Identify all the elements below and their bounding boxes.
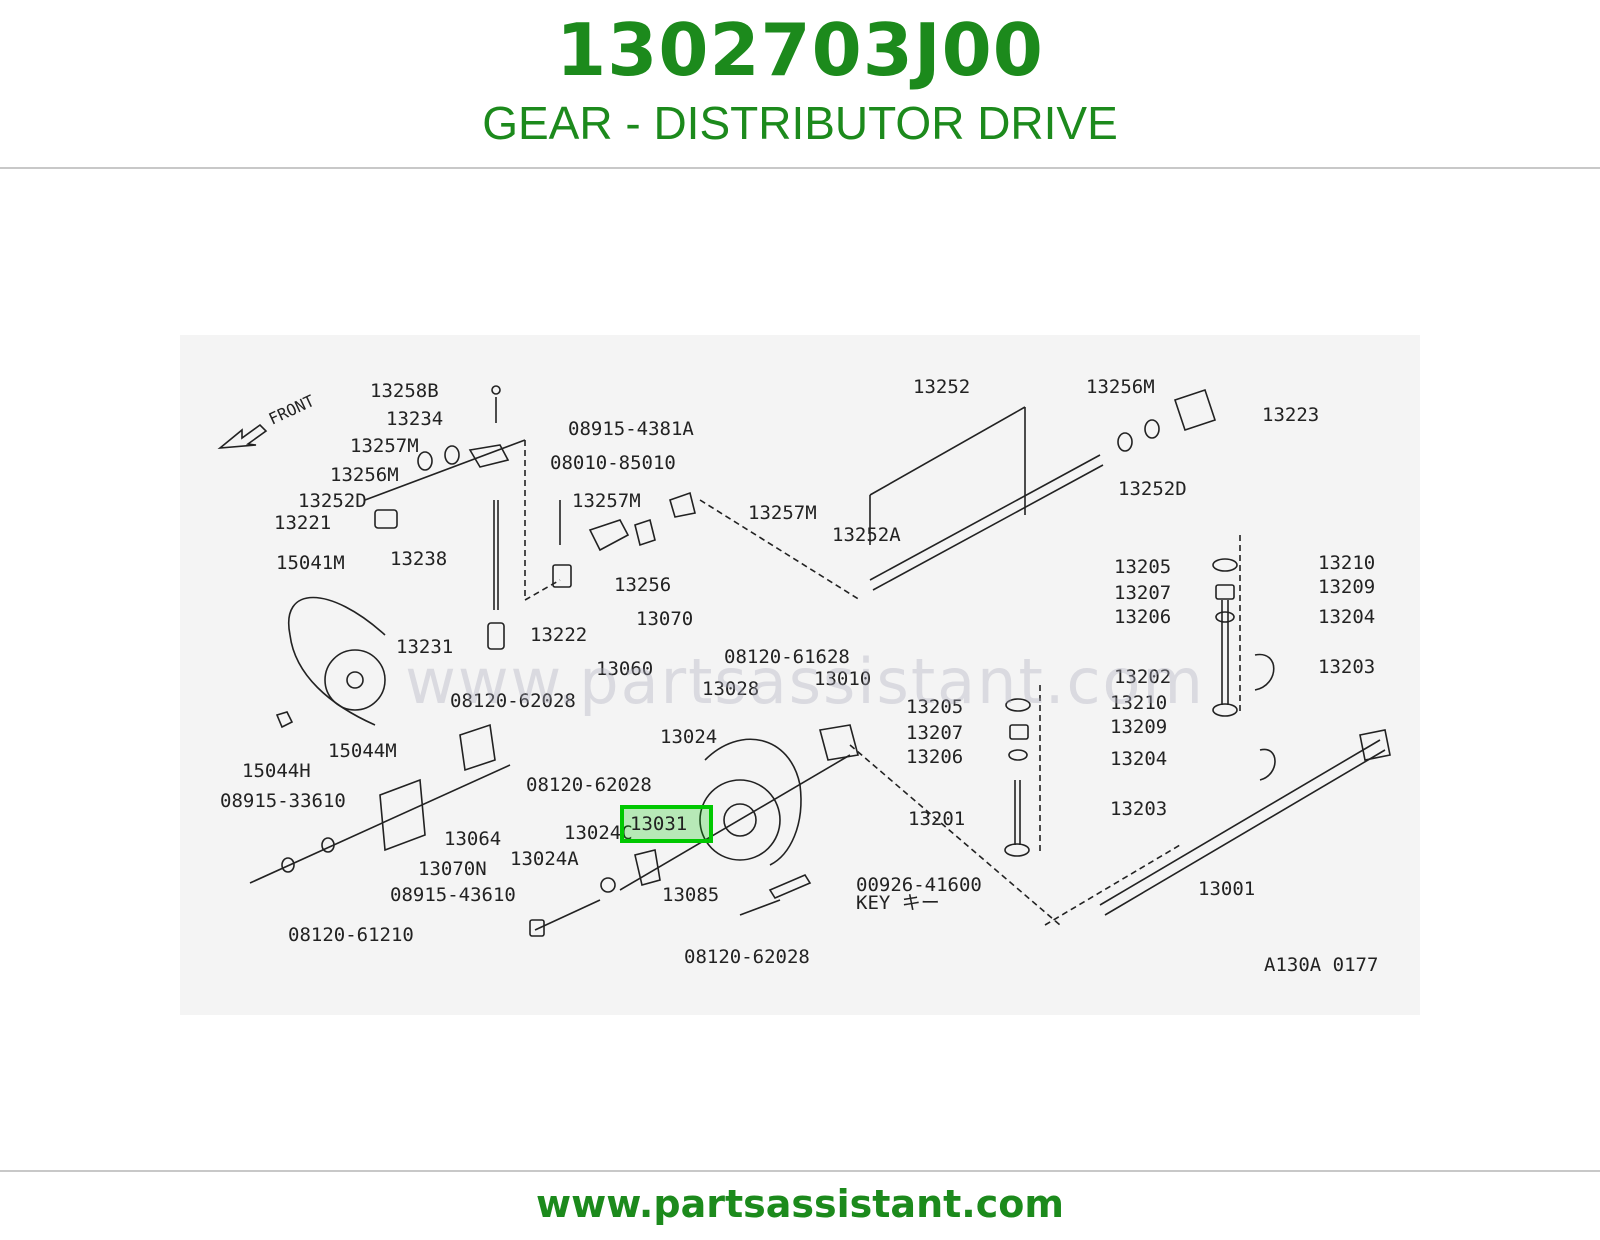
part-callout-label: 13024A <box>510 848 579 870</box>
part-callout-label: 13064 <box>444 828 501 850</box>
front-label: FRONT <box>266 391 318 429</box>
header: 1302703J00 GEAR - DISTRIBUTOR DRIVE <box>0 0 1600 168</box>
part-callout-label: 13209 <box>1110 716 1167 738</box>
part-callout-label: 13256M <box>330 464 399 486</box>
part-callout-label: 13204 <box>1110 748 1167 770</box>
part-callout-label: 13223 <box>1262 404 1319 426</box>
part-callout-label: 13257M <box>572 490 641 512</box>
part-callout-label: 13252D <box>1118 478 1187 500</box>
part-callout-label: 13010 <box>814 668 871 690</box>
part-callout-label: 08915-43610 <box>390 884 516 906</box>
part-callout-label: 13252D <box>298 490 367 512</box>
part-callout-label: 00926-41600 <box>856 874 982 896</box>
part-callout-label: 13234 <box>386 408 443 430</box>
part-callout-label: 13252A <box>832 524 901 546</box>
part-callout-label: 13206 <box>906 746 963 768</box>
highlighted-part-13031[interactable]: 13031 <box>620 805 713 843</box>
part-callout-label: 08120-62028 <box>526 774 652 796</box>
diagram-canvas: FRONT 13258B 13234 13257M 13256M 13252D … <box>217 376 1391 976</box>
part-callout-label: 13085 <box>662 884 719 906</box>
part-callout-label: 13205 <box>906 696 963 718</box>
part-callout-label: 13203 <box>1110 798 1167 820</box>
part-callout-label: 08120-62028 <box>450 690 576 712</box>
part-callout-label: 13252 <box>913 376 970 398</box>
part-callout-label: 13060 <box>596 658 653 680</box>
part-callout-label: 13203 <box>1318 656 1375 678</box>
part-callout-label: 13221 <box>274 512 331 534</box>
part-callout-label: 13209 <box>1318 576 1375 598</box>
part-callout-label: 13256M <box>1086 376 1155 398</box>
part-callout-label: 13024 <box>660 726 717 748</box>
part-callout-label: 08120-61628 <box>724 646 850 668</box>
part-callout-label: 13207 <box>906 722 963 744</box>
part-callout-label: 08120-62028 <box>684 946 810 968</box>
part-callout-label: 13028 <box>702 678 759 700</box>
part-number-title: 1302703J00 <box>556 8 1044 92</box>
part-callout-label: 13210 <box>1110 692 1167 714</box>
part-callout-label: 13222 <box>530 624 587 646</box>
part-callout-label: 15044H <box>242 760 311 782</box>
front-arrow-icon <box>217 423 268 450</box>
part-description: GEAR - DISTRIBUTOR DRIVE <box>482 97 1118 149</box>
part-callout-label: 15044M <box>328 740 397 762</box>
part-callout-label: 13207 <box>1114 582 1171 604</box>
part-callout-label: 13204 <box>1318 606 1375 628</box>
footer-divider <box>0 1170 1600 1172</box>
part-callout-label: 08010-85010 <box>550 452 676 474</box>
part-callout-label: 15041M <box>276 552 345 574</box>
part-callout-label: 13257M <box>748 502 817 524</box>
parts-diagram: FRONT 13258B 13234 13257M 13256M 13252D … <box>180 335 1420 1015</box>
highlighted-part-label: 13031 <box>630 813 688 835</box>
part-callout-label: 13024C <box>564 822 633 844</box>
footer-url[interactable]: www.partsassistant.com <box>536 1182 1064 1226</box>
callout-labels: FRONT 13258B 13234 13257M 13256M 13252D … <box>220 376 1378 976</box>
part-callout-label: 13206 <box>1114 606 1171 628</box>
part-callout-label: 13205 <box>1114 556 1171 578</box>
part-callout-label: 13070 <box>636 608 693 630</box>
part-callout-label: 08120-61210 <box>288 924 414 946</box>
part-callout-label: 08915-33610 <box>220 790 346 812</box>
part-callout-label: 13257M <box>350 435 419 457</box>
header-divider <box>0 167 1600 169</box>
part-callout-label: 13201 <box>908 808 965 830</box>
part-callout-label: 13256 <box>614 574 671 596</box>
part-callout-label: 13202 <box>1114 666 1171 688</box>
part-callout-label: 13258B <box>370 380 439 402</box>
part-callout-label: 13238 <box>390 548 447 570</box>
part-callout-label: 08915-4381A <box>568 418 694 440</box>
key-label: KEY キー <box>856 892 940 914</box>
part-callout-label: 13001 <box>1198 878 1255 900</box>
part-callout-label: 13210 <box>1318 552 1375 574</box>
part-callout-label: 13070N <box>418 858 487 880</box>
diagram-code: A130A 0177 <box>1264 954 1378 976</box>
part-callout-label: 13231 <box>396 636 453 658</box>
